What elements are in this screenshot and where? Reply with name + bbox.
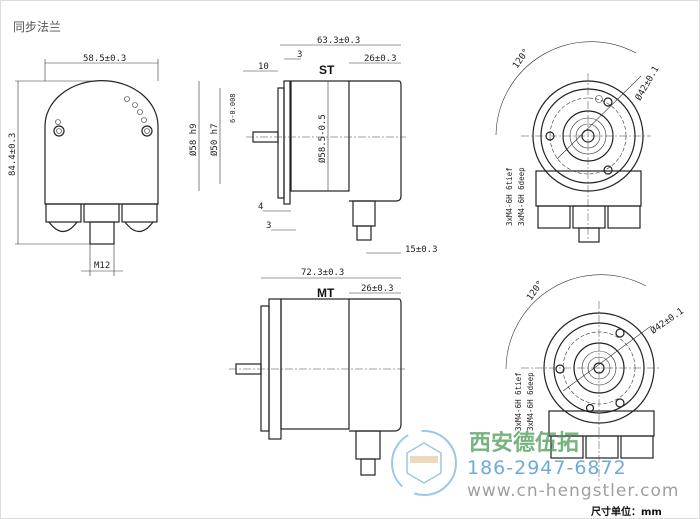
dim-mt-rear-length: 26±0.3 [361, 284, 394, 294]
angle-label-mt: 120° [525, 279, 546, 303]
dim-connector: M12 [94, 261, 110, 271]
dim-flange-dia: Ø58 h9 [188, 123, 199, 156]
dim-shaft-dia: 6-0.008 [229, 93, 237, 123]
dim-body-dia: Ø58.5-0.5 [317, 114, 328, 163]
rear-view-st: 120° Ø42±0.1 3xM4-6H 6tief 3xM4-6H 6deep [495, 41, 662, 243]
st-label: ST [319, 63, 335, 77]
dim-spigot-dia: Ø50 h7 [209, 123, 220, 156]
thread-spec-en: 3xM4-6H 6deep [517, 167, 526, 226]
pitch-dia-label-mt: Ø42±0.1 [648, 306, 685, 337]
sheet-title: 同步法兰 [13, 20, 61, 34]
st-side-view: ST 63.3±0.3 3 10 26±0.3 6-0.008 Ø58 h9 Ø… [188, 36, 438, 255]
thread-spec-de-mt: 3xM4-6H 6tief [514, 372, 523, 431]
watermark-url: www.cn-hengstler.com [467, 481, 679, 501]
dim-shaft-length: 10 [258, 62, 269, 72]
dim-connector-offset: 15±0.3 [405, 245, 438, 255]
pitch-dia-label: Ø42±0.1 [633, 64, 661, 102]
watermark-company: 西安德伍拓 [469, 430, 579, 456]
dim-height: 84.4±0.3 [8, 133, 18, 176]
thread-spec-en-mt: 3xM4-6H 6deep [526, 372, 535, 431]
dim-rear-length: 26±0.3 [364, 54, 397, 64]
watermark-phone: 186-2947-6872 [467, 457, 627, 479]
dim-width: 58.5±0.3 [83, 54, 126, 64]
dim-st-length: 63.3±0.3 [317, 36, 360, 46]
dim-spigot-width: 3 [266, 221, 271, 231]
dim-spigot-depth: 4 [258, 202, 263, 212]
dim-mt-length: 72.3±0.3 [301, 268, 344, 278]
angle-label: 120° [511, 47, 532, 71]
mt-label: MT [317, 286, 335, 300]
front-view: 58.5±0.3 84.4±0.3 M12 [8, 54, 159, 276]
thread-spec-de: 3xM4-6H 6tief [505, 167, 514, 226]
watermark: 西安德伍拓 186-2947-6872 www.cn-hengstler.com [391, 430, 679, 501]
watermark-logo [391, 430, 457, 496]
dim-flange-thickness: 3 [297, 50, 302, 60]
mt-side-view: MT 72.3±0.3 26±0.3 [229, 268, 406, 476]
units-label: 尺寸单位：mm [591, 505, 662, 518]
